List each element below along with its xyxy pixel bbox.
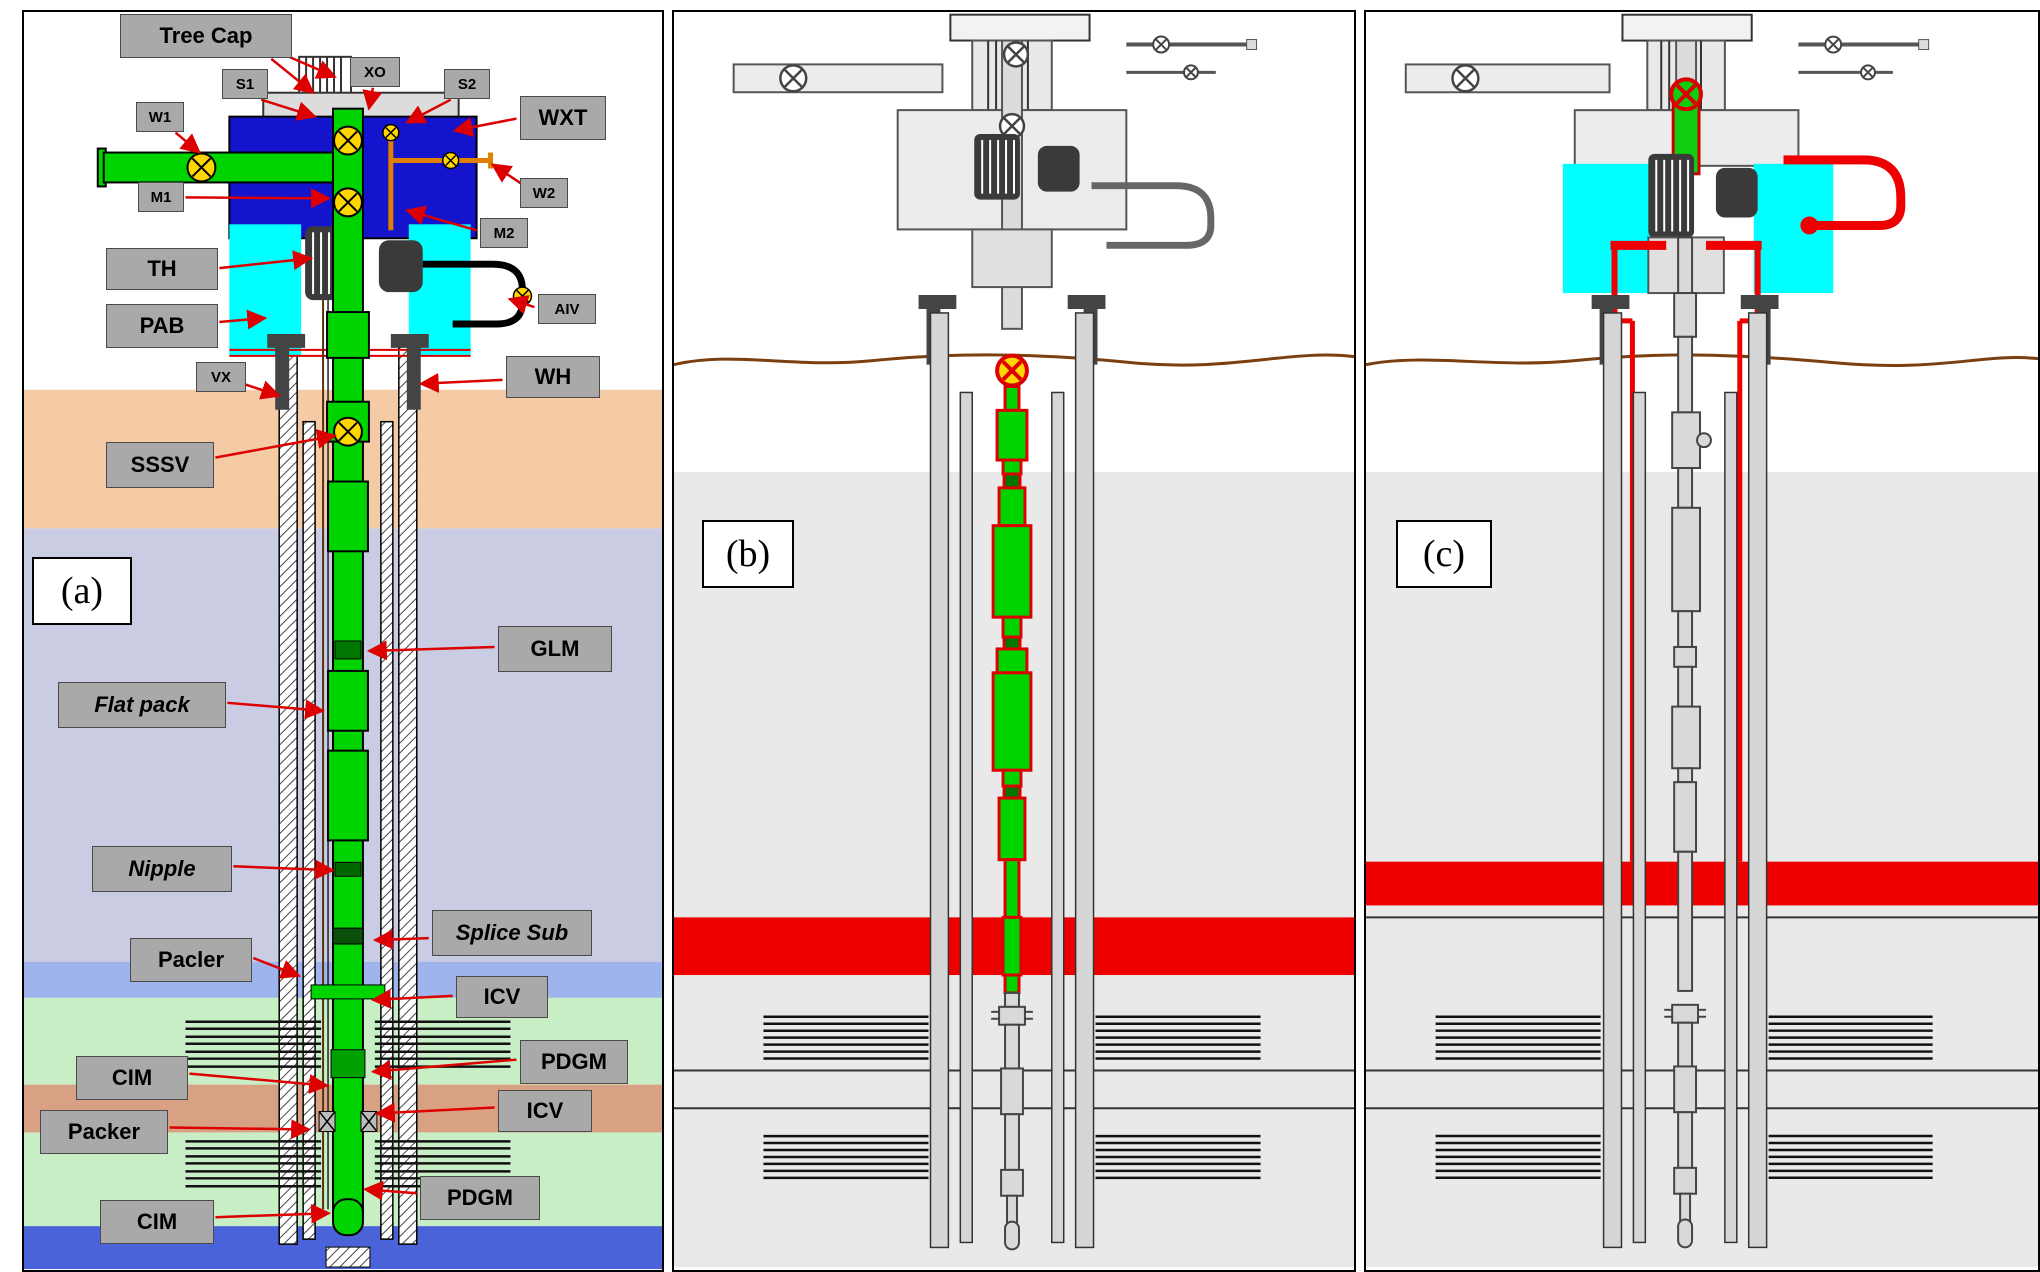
annulus-loop-highlighted (1783, 155, 1906, 230)
splice-sub (332, 927, 364, 945)
seabed-line (1366, 353, 2038, 367)
sssv-valve-icon (995, 353, 1029, 388)
highlighted-valve-icon (1669, 77, 1703, 112)
label-w1: W1 (136, 102, 184, 132)
icv-branch (310, 984, 386, 1000)
casing-strings (929, 312, 1095, 1249)
label-cim-upper: CIM (76, 1056, 188, 1100)
label-pdgm-upper: PDGM (520, 1040, 628, 1084)
label-icv-upper: ICV (456, 976, 548, 1018)
panel-c: (c) (1364, 10, 2040, 1272)
control-line-orange (388, 124, 494, 231)
casing-strings (1602, 312, 1768, 1249)
label-wxt: WXT (520, 96, 606, 140)
hanger-block (378, 240, 423, 293)
label-glm: GLM (498, 626, 612, 672)
glm-sub (334, 640, 362, 660)
annulus-loop (1091, 182, 1215, 249)
panel-a: Tree Cap S1 XO S2 W1 WXT M1 W2 M2 TH PAB… (22, 10, 664, 1272)
label-m2: M2 (480, 218, 528, 248)
perforation-fans (763, 1015, 1261, 1180)
panel-c-caption: (c) (1396, 520, 1492, 588)
label-cim-lower: CIM (100, 1200, 214, 1244)
label-pacler: Pacler (130, 938, 252, 982)
label-aiv: AIV (538, 294, 596, 324)
panel-b-caption: (b) (702, 520, 794, 588)
loop-end-dot (1800, 216, 1819, 235)
reservoir-band-red (1366, 861, 2038, 906)
label-packer: Packer (40, 1110, 168, 1154)
swab-valve-icon (1002, 41, 1030, 68)
stub-valve-icon (1183, 64, 1199, 81)
stub-valve-icon (1824, 35, 1843, 54)
seabed-line (674, 353, 1354, 367)
label-s2: S2 (444, 69, 490, 99)
christmas-tree (1404, 13, 1930, 295)
upper-master-valve-icon (333, 125, 363, 156)
label-wh: WH (506, 356, 600, 398)
label-sssv: SSSV (106, 442, 214, 488)
completion-string-gray (1664, 236, 1712, 1249)
label-s1: S1 (222, 69, 268, 99)
wing-valve-icon (1451, 64, 1480, 93)
label-w2: W2 (520, 178, 568, 208)
nipple-sub (334, 861, 362, 877)
lower-completion-string (991, 991, 1033, 1251)
label-vx: VX (196, 362, 246, 392)
strata-layers (1366, 472, 2038, 1268)
sssv-valve-icon (333, 416, 363, 447)
lower-master-valve-icon (333, 187, 363, 218)
completion-string-highlighted (991, 385, 1033, 995)
casing-strings (278, 341, 418, 1245)
label-m1: M1 (138, 182, 184, 212)
swab-valve-icon (441, 151, 460, 170)
label-icv-lower: ICV (498, 1090, 592, 1132)
casing-highlight-red (1610, 240, 1762, 862)
seal-block-left (1562, 163, 1661, 294)
christmas-tree (732, 13, 1258, 330)
label-th: TH (106, 248, 218, 290)
stub-valve-icon (1152, 35, 1171, 54)
wing-valve-icon (779, 64, 808, 93)
label-nipple: Nipple (92, 846, 232, 892)
label-xo: XO (350, 57, 400, 87)
tubing-hanger-coil (974, 133, 1020, 200)
stub-valve-icon (1860, 64, 1876, 81)
perforation-fans (1435, 1015, 1933, 1180)
tree-valves (186, 123, 533, 447)
annotation-arrows (169, 55, 535, 1224)
master-valve-icon (998, 112, 1026, 140)
wing-valve-icon (186, 152, 217, 183)
label-pdgm-lower: PDGM (420, 1176, 540, 1220)
panel-b-schematic (674, 13, 1354, 1268)
panel-a-schematic (24, 55, 662, 1270)
hanger-block (1037, 145, 1080, 192)
label-flat-pack: Flat pack (58, 682, 226, 728)
perforation-fans (185, 1020, 511, 1188)
label-pab: PAB (106, 304, 218, 348)
xo-valve-icon (382, 123, 400, 142)
hanger-block (1715, 167, 1758, 218)
panel-b: (b) (672, 10, 1356, 1272)
label-tree-cap: Tree Cap (120, 14, 292, 58)
casing-shoe (325, 1246, 371, 1268)
panel-a-caption: (a) (32, 557, 132, 625)
label-splice-sub: Splice Sub (432, 910, 592, 956)
panel-c-schematic (1366, 13, 2038, 1268)
production-wing (102, 151, 335, 184)
